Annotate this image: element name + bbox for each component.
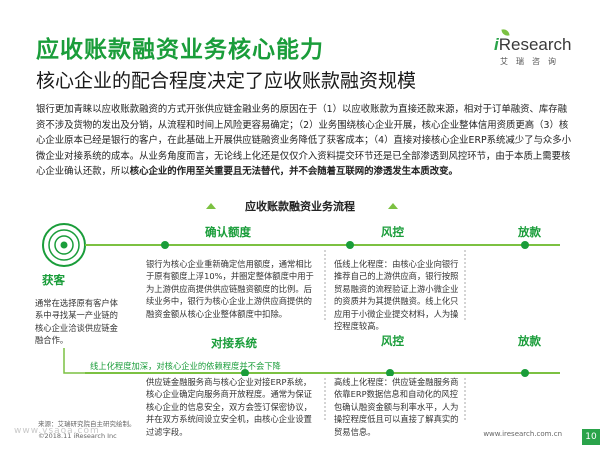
source-note: 来源：艾瑞研究院自主研究绘制。 (38, 420, 136, 428)
flow-dot (521, 369, 529, 377)
flow-dot (161, 241, 169, 249)
logo-brand-rest: Research (498, 35, 572, 54)
flow-dot (386, 369, 394, 377)
page-subtitle: 核心企业的配合程度决定了应收账款融资规模 (36, 70, 417, 92)
flow-dot (346, 241, 354, 249)
step-connect-system: 对接系统 (211, 336, 257, 350)
logo-brand-i: i (494, 35, 499, 54)
body-text-bold: 核心企业的作用至关重要且无法替代，并不会随着互联网的渗透发生本质改变。 (129, 166, 458, 177)
online-note: 线上化程度加深，对核心企业的依赖程度并不会下降 (90, 361, 281, 371)
page-number: 10 (582, 429, 600, 445)
site-url: www.iresearch.com.cn (483, 430, 562, 438)
step-confirm-credit: 确认额度 (205, 225, 251, 239)
iresearch-logo: iResearch 艾瑞咨询 (494, 28, 574, 75)
connector-line (63, 348, 85, 374)
step-risk-low-desc: 低线上化程度：由核心企业向银行推荐自己的上游供应商，银行按照贸易融资的流程验证上… (334, 259, 459, 332)
body-paragraph: 银行更加青睐以应收账款融资的方式开张供应链金融业务的原因在于（1）以应收账款为直… (36, 102, 574, 180)
logo-subtext: 艾瑞咨询 (500, 57, 564, 66)
step-loan-2: 放款 (518, 334, 541, 348)
step-risk-control: 风控 (381, 225, 404, 239)
flow-dot (521, 241, 529, 249)
step-loan: 放款 (518, 225, 541, 239)
step-risk-high-desc: 高线上化程度：供应链金融服务商依靠ERP数据信息和自动化的风控包确认融资金额与利… (334, 376, 459, 439)
flow-dot (241, 369, 249, 377)
watermark: www.ysaoa.com (14, 426, 100, 436)
triangle-marker-left (206, 203, 216, 209)
flow-title: 应收账款融资业务流程 (245, 200, 355, 213)
client-label: 获客 (42, 273, 65, 287)
target-icon (42, 223, 86, 267)
step-risk-control-2: 风控 (381, 334, 404, 348)
client-description: 通常在选择原有客户体系中寻找某一产业链的核心企业洽谈供应链金融合作。 (35, 298, 118, 346)
triangle-marker-right (388, 203, 398, 209)
step-confirm-credit-desc: 银行为核心企业重新确定信用额度，通常相比于原有额度上浮10%，并圈定整体额度中用… (146, 259, 314, 319)
page-title: 应收账款融资业务核心能力 (36, 37, 324, 63)
copyright: ©2018.11 iResearch Inc (38, 432, 117, 440)
step-connect-system-desc: 供应链金融服务商与核心企业对接ERP系统，核心企业确定向服务商开放程度。通常为保… (146, 376, 318, 439)
body-text: 银行更加青睐以应收账款融资的方式开张供应链金融业务的原因在于（1）以应收账款为直… (36, 104, 571, 177)
